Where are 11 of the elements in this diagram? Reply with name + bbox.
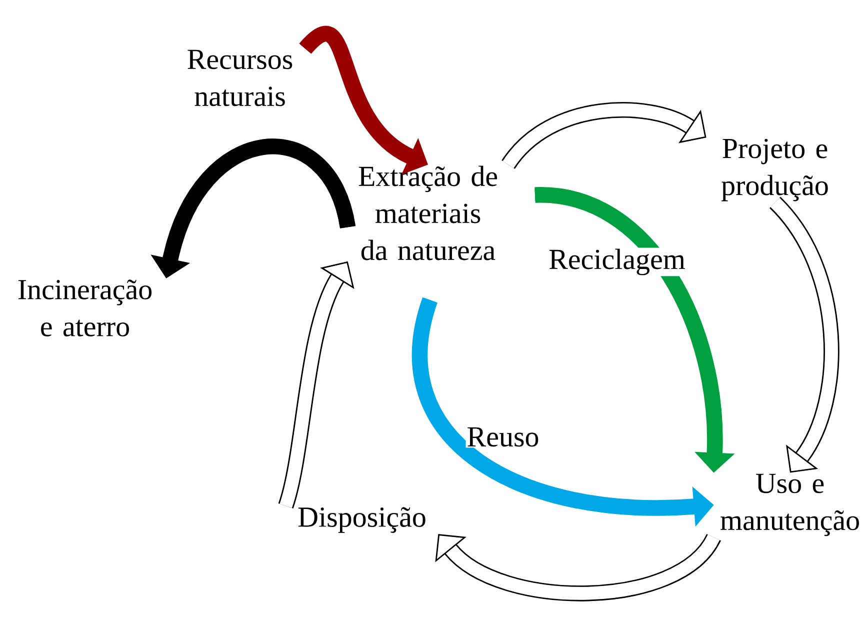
node-label: Incineração e aterro [18, 280, 152, 336]
curved-arrow [769, 197, 840, 473]
edge-label: Reciclagem [548, 248, 686, 276]
edge-label: Reuso [466, 426, 540, 448]
curved-arrow [502, 102, 706, 170]
node-label: Disposição [298, 507, 426, 533]
node-label: Projeto e produção [722, 138, 828, 202]
curved-arrow [435, 532, 720, 602]
node-label: Uso e manutenção [720, 474, 859, 536]
node-label: Extração de materiais da natureza [358, 166, 498, 260]
node-label: Recursos naturais [188, 50, 292, 106]
